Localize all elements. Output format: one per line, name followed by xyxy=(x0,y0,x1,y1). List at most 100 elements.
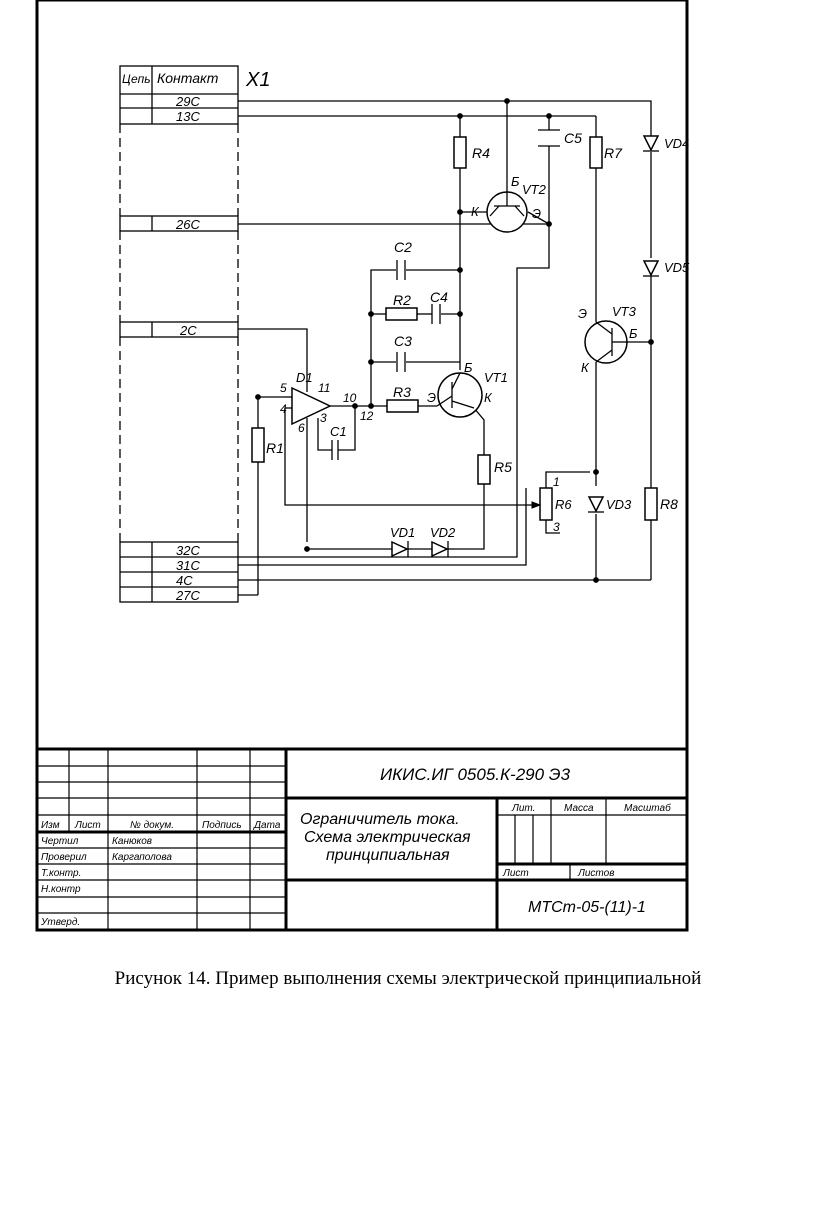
resistor-r7 xyxy=(589,136,603,169)
col-sign: Подпись xyxy=(202,820,242,831)
contact-32c: 32С xyxy=(176,543,200,558)
org-code: МТСт-05-(11)-1 xyxy=(528,899,646,916)
label-r2: R2 xyxy=(393,292,411,308)
row-drawn-name: Канюков xyxy=(112,836,152,847)
row-drawn: Чертил xyxy=(41,836,79,847)
diode-vd5 xyxy=(642,260,660,277)
label-vt1: VT1 xyxy=(484,370,508,385)
d1-pin11: 11 xyxy=(318,381,330,395)
vt2-base: Б xyxy=(511,174,520,189)
diode-vd2 xyxy=(431,540,455,558)
title-line1: Ограничитель тока. xyxy=(300,811,460,828)
connector-header-circuit: Цепь xyxy=(122,72,151,86)
vt1-emitter: Э xyxy=(427,390,436,405)
scale-label: Масштаб xyxy=(624,802,671,814)
label-vt2: VT2 xyxy=(522,182,547,197)
vt3-base: Б xyxy=(629,326,638,341)
resistor-r1 xyxy=(251,427,265,463)
contact-27c: 27С xyxy=(175,588,200,603)
row-checked-name: Каргаполова xyxy=(112,852,172,863)
label-r6: R6 xyxy=(555,497,572,512)
transistor-vt2 xyxy=(486,191,528,233)
resistor-r8 xyxy=(644,487,658,521)
transistor-vt1 xyxy=(436,372,483,418)
diode-vd4 xyxy=(642,135,660,152)
doc-code: ИКИС.ИГ 0505.К-290 Э3 xyxy=(380,765,571,784)
capacitor-c5 xyxy=(538,129,560,147)
col-list: Лист xyxy=(74,820,101,831)
diode-vd3 xyxy=(587,496,605,513)
transistor-vt3 xyxy=(584,320,628,385)
d1-pin3: 3 xyxy=(320,411,327,425)
label-r4: R4 xyxy=(472,145,490,161)
label-c2: C2 xyxy=(394,239,412,255)
col-izm: Изм xyxy=(41,820,60,831)
vt3-collector: К xyxy=(581,360,590,375)
label-vd2: VD2 xyxy=(430,525,456,540)
r6-pin1: 1 xyxy=(553,475,560,489)
label-r1: R1 xyxy=(266,440,284,456)
label-vd5: VD5 xyxy=(664,260,690,275)
opamp-d1 xyxy=(285,386,332,426)
label-r8: R8 xyxy=(660,496,678,512)
col-doc: № докум. xyxy=(130,820,174,831)
d1-pin10: 10 xyxy=(343,391,357,405)
vt1-base: Б xyxy=(464,360,473,375)
contact-31c: 31С xyxy=(176,558,200,573)
connector-x1: X1 Цепь Контакт 29С 13С 26С 2С 32С 31С 4… xyxy=(119,65,270,603)
label-c1: C1 xyxy=(330,424,347,439)
contact-4c: 4С xyxy=(176,573,193,588)
title-line2: Схема электрическая xyxy=(304,829,471,846)
diode-vd1 xyxy=(391,540,412,558)
mass-label: Масса xyxy=(564,803,594,814)
row-ncontr: Н.контр xyxy=(41,884,81,895)
label-d1: D1 xyxy=(296,370,313,385)
drawing-frame xyxy=(35,0,689,932)
resistor-r3 xyxy=(386,399,419,413)
schematic-drawing: X1 Цепь Контакт 29С 13С 26С 2С 32С 31С 4… xyxy=(35,0,690,932)
row-tcontr: Т.контр. xyxy=(41,868,81,879)
label-c3: C3 xyxy=(394,333,412,349)
resistor-r5 xyxy=(477,454,491,485)
d1-pin12: 12 xyxy=(360,409,374,423)
vt3-emitter: Э xyxy=(578,306,587,321)
contact-26c: 26С xyxy=(175,217,200,232)
vt2-emitter: Э xyxy=(532,206,541,221)
connector-ref: X1 xyxy=(245,69,270,91)
sheets-label: Листов xyxy=(577,868,614,879)
label-vd4: VD4 xyxy=(664,136,689,151)
junctions xyxy=(255,98,654,583)
capacitor-c1 xyxy=(331,440,339,460)
label-c4: C4 xyxy=(430,289,448,305)
row-checked: Проверил xyxy=(41,852,87,863)
label-vt3: VT3 xyxy=(612,304,637,319)
potentiometer-r6 xyxy=(531,478,553,521)
label-vd1: VD1 xyxy=(390,525,415,540)
resistor-r2 xyxy=(385,307,418,321)
label-r3: R3 xyxy=(393,384,411,400)
label-vd3: VD3 xyxy=(606,497,632,512)
capacitor-c4 xyxy=(431,304,441,324)
sheet-label: Лист xyxy=(502,868,529,879)
label-c5: C5 xyxy=(564,130,582,146)
title-block: ИКИС.ИГ 0505.К-290 Э3 Ограничитель тока.… xyxy=(37,747,687,930)
vt2-collector: К xyxy=(471,204,480,219)
resistor-r4 xyxy=(453,136,467,169)
connector-header-contact: Контакт xyxy=(157,70,219,86)
capacitor-c2 xyxy=(396,260,406,280)
capacitor-c3 xyxy=(396,352,406,372)
r6-pin3: 3 xyxy=(553,520,560,534)
label-r7: R7 xyxy=(604,145,623,161)
title-line3: принципиальная xyxy=(326,847,450,864)
row-approved: Утверд. xyxy=(40,917,80,928)
label-r5: R5 xyxy=(494,459,512,475)
d1-pin6: 6 xyxy=(298,421,305,435)
vt1-collector: К xyxy=(484,390,493,405)
contact-29c: 29С xyxy=(175,94,200,109)
figure-caption: Рисунок 14. Пример выполнения схемы элек… xyxy=(114,968,702,989)
contact-13c: 13С xyxy=(176,109,200,124)
col-date: Дата xyxy=(253,820,281,831)
lit-label: Лит. xyxy=(511,803,535,814)
d1-pin4: 4 xyxy=(280,402,287,416)
contact-2c: 2С xyxy=(179,323,197,338)
